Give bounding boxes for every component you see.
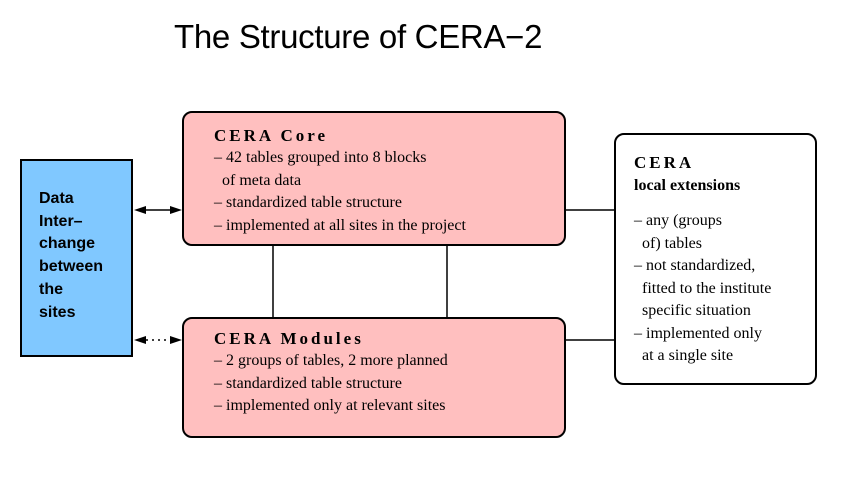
diagram-title: The Structure of CERA−2 bbox=[174, 18, 543, 55]
cera-extensions-line: of) tables bbox=[634, 234, 702, 252]
cera-extensions-line: – not standardized, bbox=[634, 257, 756, 274]
cera-modules-line: – 2 groups of tables, 2 more planned bbox=[214, 352, 448, 369]
cera-extensions-heading: CERA bbox=[634, 153, 695, 172]
interchange-modules-arrowhead-left bbox=[134, 336, 146, 344]
cera-core-line: – standardized table structure bbox=[214, 194, 402, 211]
cera-extensions-subheading: local extensions bbox=[634, 177, 741, 194]
cera-modules-heading: CERA Modules bbox=[214, 329, 364, 348]
cera-extensions-line: – any (groups bbox=[634, 212, 722, 229]
data-interchange-line: Inter– bbox=[39, 212, 83, 230]
cera-modules-box bbox=[182, 317, 566, 438]
data-interchange-line: the bbox=[39, 280, 63, 298]
cera-extensions-line: at a single site bbox=[634, 347, 734, 364]
cera-modules-text: CERA Modules – 2 groups of tables, 2 mor… bbox=[214, 328, 448, 418]
cera-extensions-box bbox=[614, 133, 817, 385]
cera-core-line: – implemented at all sites in the projec… bbox=[214, 216, 466, 234]
interchange-modules-arrowhead-right bbox=[170, 336, 182, 344]
data-interchange-line: Data bbox=[39, 190, 74, 207]
cera-extensions-line: fitted to the institute bbox=[634, 279, 772, 297]
interchange-core-arrowhead-left bbox=[134, 206, 146, 214]
cera-extensions-line: – implemented only bbox=[634, 324, 762, 342]
data-interchange-line: change bbox=[39, 235, 96, 253]
data-interchange-box bbox=[20, 159, 133, 357]
data-interchange-line: sites bbox=[39, 303, 76, 321]
data-interchange-text: Data Inter– change between the sites bbox=[39, 188, 103, 324]
cera-modules-line: – standardized table structure bbox=[214, 374, 402, 392]
cera-extensions-line: specific situation bbox=[634, 302, 751, 319]
cera-extensions-text: CERA local extensions – any (groups of) … bbox=[634, 152, 771, 368]
cera-modules-line: – implemented only at relevant sites bbox=[214, 397, 446, 414]
cera-core-line: of meta data bbox=[214, 171, 302, 189]
cera-core-box bbox=[182, 111, 566, 246]
cera-core-text: CERA Core – 42 tables grouped into 8 blo… bbox=[214, 125, 466, 237]
cera-core-heading: CERA Core bbox=[214, 126, 329, 145]
interchange-core-arrowhead-right bbox=[170, 206, 182, 214]
data-interchange-line: between bbox=[39, 258, 104, 276]
cera-core-line: – 42 tables grouped into 8 blocks bbox=[214, 149, 427, 166]
